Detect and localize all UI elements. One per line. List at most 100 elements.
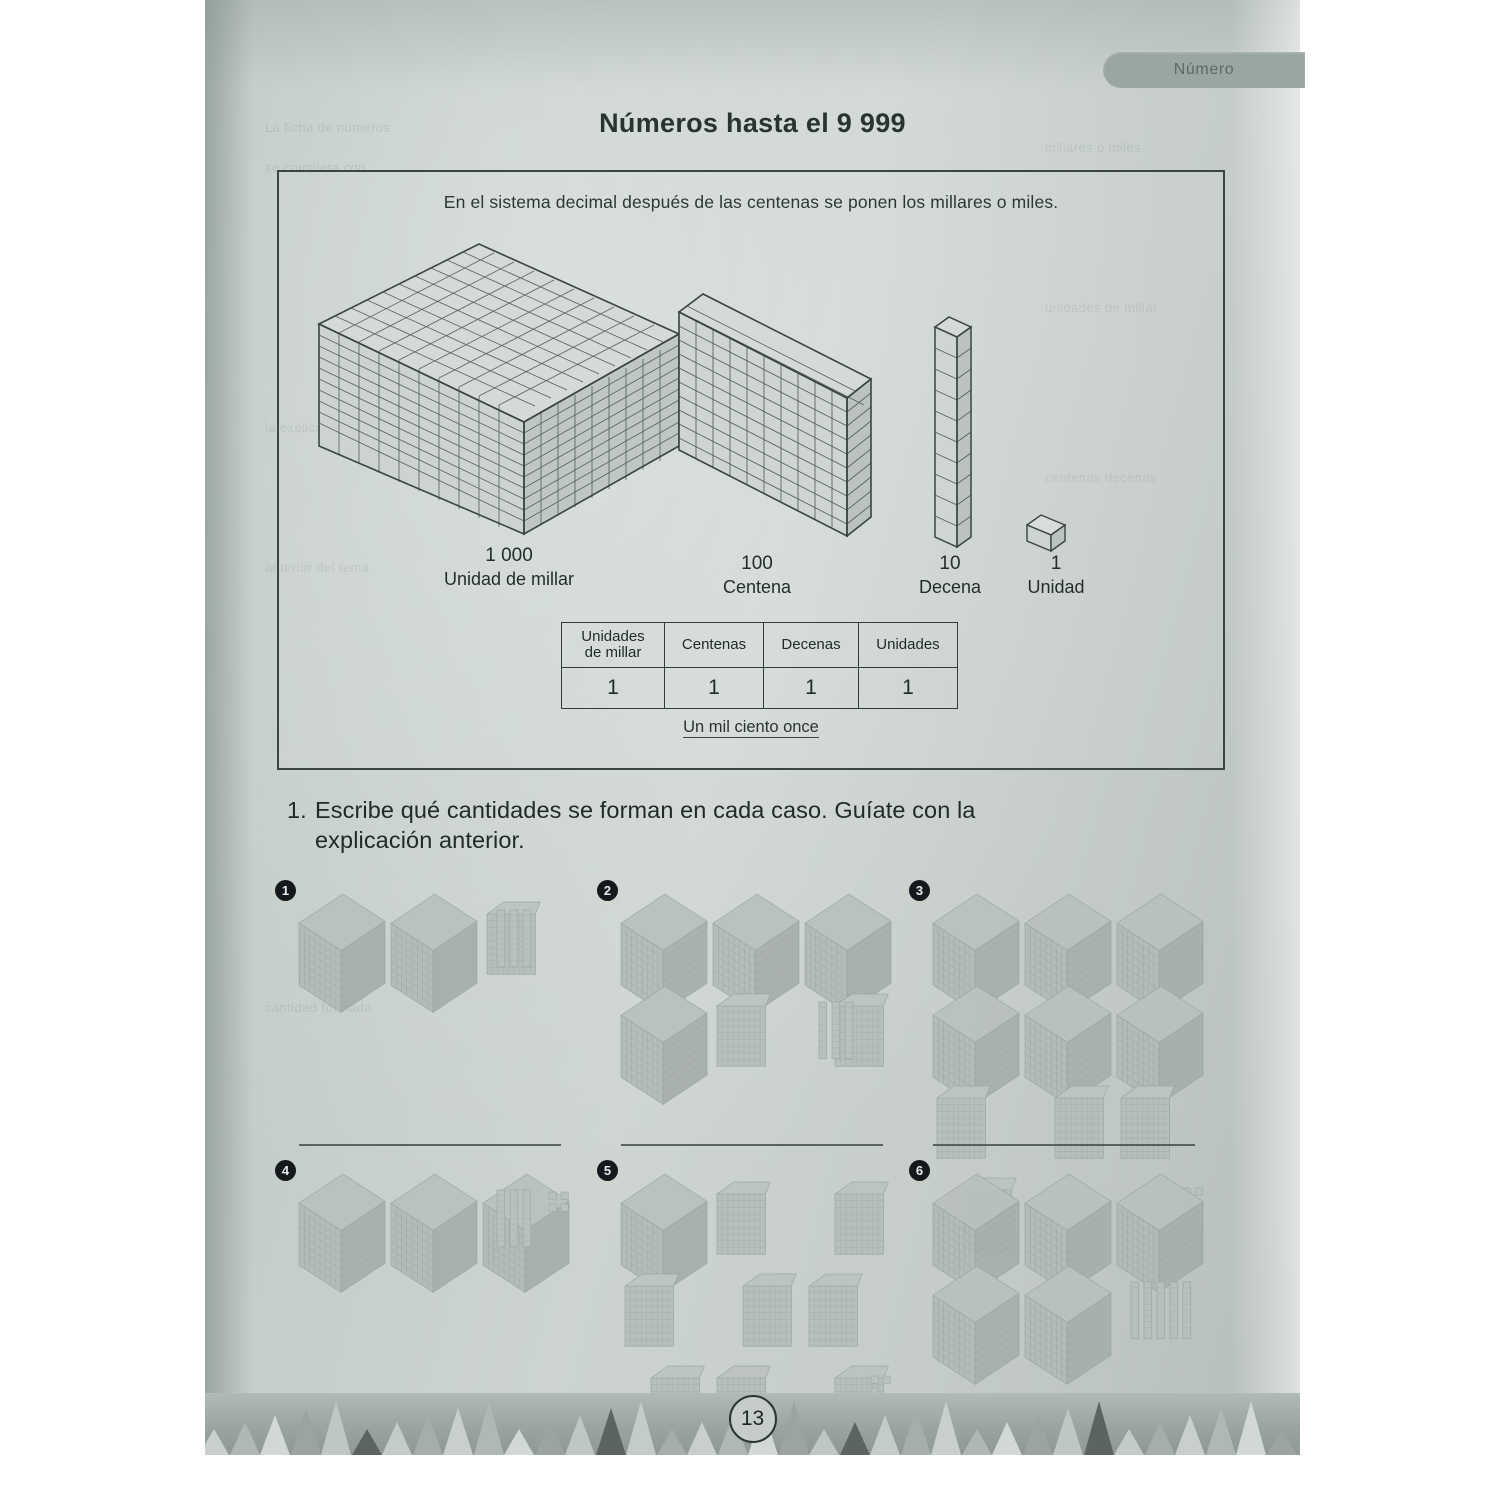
pennant-shape xyxy=(626,1401,656,1455)
pennant-shape xyxy=(1083,1401,1114,1455)
big-cube-icon xyxy=(309,234,689,554)
pennant-shape xyxy=(687,1422,717,1455)
table-cell-hundreds: 1 xyxy=(664,667,764,709)
block-label-ten: 10 Decena xyxy=(885,552,1015,598)
pennant-shape xyxy=(809,1429,839,1455)
bleed-through-text: millares o miles xyxy=(1045,140,1141,155)
page-gutter-shadow xyxy=(205,0,253,1455)
explanation-text: En el sistema decimal después de las cen… xyxy=(443,192,1059,212)
pennant-shape xyxy=(1053,1408,1083,1455)
rod-icon xyxy=(927,309,987,559)
item-marker: 3 xyxy=(909,880,930,901)
answer-line[interactable] xyxy=(621,1144,883,1146)
exercise-grid: 1 2 3 4 xyxy=(275,880,1235,1440)
block-name: Centena xyxy=(722,576,792,597)
pennant-shape xyxy=(473,1401,504,1455)
pennant-shape xyxy=(900,1408,931,1455)
base-ten-blocks-illustration: 1 000 Unidad de millar 100 Centena 10 De… xyxy=(279,224,1223,597)
item-marker: 1 xyxy=(275,880,296,901)
block-name: Unidad xyxy=(1027,576,1085,597)
pennant-shape xyxy=(931,1401,961,1455)
explanation-box: En el sistema decimal después de las cen… xyxy=(277,170,1225,770)
pennant-shape xyxy=(382,1422,412,1455)
section-tab: Número xyxy=(1103,52,1305,88)
pennant-shape xyxy=(1175,1415,1205,1455)
block-value: 1 xyxy=(1050,553,1062,574)
decorative-footer-border: 13 xyxy=(205,1393,1300,1455)
exercise-item-1[interactable]: 1 xyxy=(275,880,593,1160)
item-marker: 5 xyxy=(597,1160,618,1181)
blocks-group-6 xyxy=(931,1172,1211,1387)
exercise-number: 1. xyxy=(287,797,307,823)
blocks-group-5 xyxy=(619,1172,899,1439)
exercise-item-3[interactable]: 3 xyxy=(909,880,1227,1251)
exercise-item-2[interactable]: 2 xyxy=(597,880,915,1160)
bleed-through-text: anterior del tema xyxy=(265,560,370,575)
workbook-page: La ficha de números se completa con la e… xyxy=(205,0,1305,1455)
exercise-instruction: 1. Escribe qué cantidades se forman en ca… xyxy=(287,795,1237,855)
exercise-row-1: 1 2 3 xyxy=(275,880,1235,1251)
pennant-shape xyxy=(351,1429,382,1455)
small-cube-icon xyxy=(1021,509,1077,559)
place-value-table: Unidades de millar Centenas Decenas Unid… xyxy=(561,622,958,709)
pennant-shape xyxy=(504,1429,534,1455)
pennant-shape xyxy=(205,1429,229,1455)
item-marker: 2 xyxy=(597,880,618,901)
pennant-shape xyxy=(412,1415,443,1455)
instruction-line-1: Escribe qué cantidades se forman en cada… xyxy=(315,797,976,823)
pennant-shape xyxy=(992,1422,1022,1455)
pennant-shape xyxy=(321,1401,351,1455)
blocks-group-1 xyxy=(297,892,577,1107)
table-header-thousands: Unidades de millar xyxy=(561,622,665,668)
block-label-thousand: 1 000 Unidad de millar xyxy=(379,544,639,590)
flat-plate-icon xyxy=(671,274,881,564)
table-cell-units: 1 xyxy=(858,667,958,709)
blocks-group-4 xyxy=(297,1172,577,1387)
page-number: 13 xyxy=(728,1395,777,1443)
header-line-1: Unidades xyxy=(581,628,645,646)
pennant-shape xyxy=(839,1422,870,1455)
exercise-item-5[interactable]: 5 xyxy=(597,1160,915,1440)
pennant-shape xyxy=(1266,1429,1297,1455)
pennant-shape xyxy=(1114,1429,1144,1455)
pennant-shape xyxy=(1236,1401,1266,1455)
block-value: 100 xyxy=(741,553,773,574)
table-header-row: Unidades de millar Centenas Decenas Unid… xyxy=(561,622,958,668)
page-edge-highlight xyxy=(1230,0,1300,1455)
instruction-line-2: explicación anterior. xyxy=(315,827,525,854)
exercise-item-6[interactable]: 6 xyxy=(909,1160,1227,1440)
table-row: 1 1 1 1 xyxy=(561,667,958,709)
number-in-words: Un mil ciento once xyxy=(279,718,1223,738)
exercise-row-2: 4 5 6 xyxy=(275,1160,1235,1440)
number-in-words-text: Un mil ciento once xyxy=(683,718,819,738)
table-header-hundreds: Centenas xyxy=(664,622,764,668)
answer-line[interactable] xyxy=(933,1144,1195,1146)
page-title: Números hasta el 9 999 xyxy=(599,108,906,138)
pennant-shape xyxy=(1205,1408,1236,1455)
header-line-2: de millar xyxy=(584,644,642,661)
block-name: Decena xyxy=(918,576,982,597)
pennant-shape xyxy=(443,1408,473,1455)
item-marker: 6 xyxy=(909,1160,930,1181)
bleed-through-text: centenas decenas xyxy=(1045,470,1157,485)
item-marker: 4 xyxy=(275,1160,296,1181)
blocks-group-3 xyxy=(931,892,1211,1251)
pennant-shape xyxy=(870,1415,900,1455)
block-label-unit: 1 Unidad xyxy=(991,552,1121,598)
pennant-shape xyxy=(534,1422,565,1455)
pennant-shape xyxy=(595,1408,626,1455)
pennant-shape xyxy=(290,1408,321,1455)
pennant-shape xyxy=(1022,1415,1053,1455)
table-cell-tens: 1 xyxy=(763,667,859,709)
pennant-shape xyxy=(260,1415,290,1455)
table-cell-thousands: 1 xyxy=(561,667,665,709)
answer-line[interactable] xyxy=(299,1144,561,1146)
pennant-shape xyxy=(229,1422,260,1455)
bleed-through-text: La ficha de números xyxy=(265,120,391,135)
pennant-shape xyxy=(656,1429,687,1455)
blocks-group-2 xyxy=(619,892,899,1107)
pennant-shape xyxy=(1144,1422,1175,1455)
exercise-item-4[interactable]: 4 xyxy=(275,1160,593,1440)
block-label-hundred: 100 Centena xyxy=(657,552,857,598)
